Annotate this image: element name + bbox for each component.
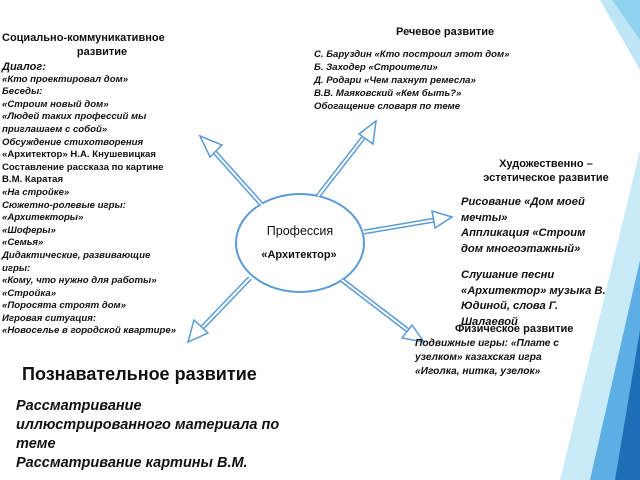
arrow-to-speech: [316, 119, 377, 198]
art-drawing-line: мечты»: [461, 211, 508, 224]
cognitive-line: Рассматривание картины В.М.: [16, 455, 248, 471]
social-line: «На стройке»: [2, 186, 70, 198]
art-heading-line2: эстетическое развитие: [483, 172, 609, 184]
arrow-to-cognitive: [186, 276, 252, 344]
art-drawing-line: Аппликация «Строим: [461, 227, 586, 239]
physical-line: Подвижные игры: «Плате с: [415, 338, 559, 349]
speech-line: В.В. Маяковский «Кем быть?»: [314, 88, 462, 99]
speech-line: Б. Заходер «Строители»: [314, 62, 438, 73]
social-line: Сюжетно-ролевые игры:: [2, 199, 126, 211]
arrow-to-art: [363, 209, 454, 235]
speech-heading: Речевое развитие: [396, 26, 495, 38]
deco-triangle-dark: [615, 330, 640, 480]
physical-line: узелком» казахская игра: [415, 352, 542, 363]
social-line: «Поросята строят дом»: [2, 300, 126, 312]
social-heading-line2: развитие: [76, 46, 128, 58]
social-line: «Семья»: [2, 237, 44, 249]
social-line: Дидактические, развивающие: [2, 249, 151, 261]
social-heading: Социально-коммуникативное развитие: [2, 31, 202, 59]
physical-line: «Иголка, нитка, узелок»: [415, 366, 541, 377]
social-list: Диалог:«Кто проектировал дом»Беседы:«Стр…: [2, 61, 202, 338]
art-music-line: Шалаевой: [461, 315, 518, 328]
art-music-line: Слушание песни: [461, 269, 555, 281]
cognitive-line: Рассматривание: [16, 398, 142, 414]
social-line: «Шоферы»: [2, 224, 56, 236]
arrow-to-physical: [340, 278, 426, 344]
social-heading-line1: Социально-коммуникативное: [2, 32, 165, 44]
cognitive-line: иллюстрированного материала по: [16, 417, 280, 433]
art-heading: Художественно – эстетическое развитие: [456, 157, 636, 185]
social-line: Диалог:: [2, 61, 46, 73]
social-line: «Кому, что нужно для работы»: [2, 275, 157, 287]
art-heading-line1: Художественно –: [499, 158, 593, 170]
speech-line: Обогащение словаря по теме: [314, 101, 461, 112]
physical-list: Подвижные игры: «Плате с узелком» казахск…: [415, 337, 605, 379]
cognitive-heading: Познавательное развитие: [22, 364, 257, 384]
social-line: «Стройка»: [2, 287, 57, 299]
social-line: «Новоселье в городской квартире»: [2, 325, 177, 337]
art-music-line: «Архитектор» музыка В.: [461, 284, 606, 297]
deco-triangle-mid: [612, 0, 640, 40]
social-line: игры:: [2, 262, 31, 274]
social-line: В.М. Каратая: [2, 174, 64, 186]
speech-list: С. Баруздин «Кто построил этот дом» Б. За…: [314, 48, 554, 113]
social-line: приглашаем с собой»: [2, 123, 108, 135]
art-drawing-line: дом многоэтажный»: [461, 242, 581, 255]
social-line: Обсуждение стихотворения: [2, 136, 144, 148]
physical-heading: Физическое развитие: [455, 323, 574, 335]
cognitive-list: Рассматривание иллюстрированного материал…: [16, 397, 336, 473]
speech-line: С. Баруздин «Кто построил этот дом»: [314, 49, 510, 60]
social-line: «Архитектор» Н.А. Кнушевицкая: [2, 149, 156, 161]
center-subtitle: «Архитектор»: [261, 249, 337, 261]
art-music-line: Юдиной, слова Г.: [461, 300, 559, 312]
center-title: Профессия: [266, 224, 334, 238]
art-drawing-list: Рисование «Дом моей мечты» Аппликация «Стр…: [461, 195, 636, 257]
speech-line: Д. Родари «Чем пахнут ремесла»: [314, 75, 476, 86]
social-line: Игровая ситуация:: [2, 312, 97, 324]
social-line: Беседы:: [2, 86, 43, 98]
art-drawing-line: Рисование «Дом моей: [461, 196, 585, 208]
cognitive-line: теме: [16, 436, 56, 452]
social-line: «Кто проектировал дом»: [2, 73, 129, 85]
art-music-list: Слушание песни «Архитектор» музыка В. Юдин…: [461, 268, 636, 330]
arrow-to-social: [198, 134, 264, 207]
social-line: «Архитекторы»: [2, 212, 84, 224]
social-line: «Строим новый дом»: [2, 98, 109, 110]
social-line: Составление рассказа по картине: [2, 161, 164, 173]
center-ellipse: [235, 193, 365, 293]
social-line: «Людей таких профессий мы: [2, 111, 147, 123]
